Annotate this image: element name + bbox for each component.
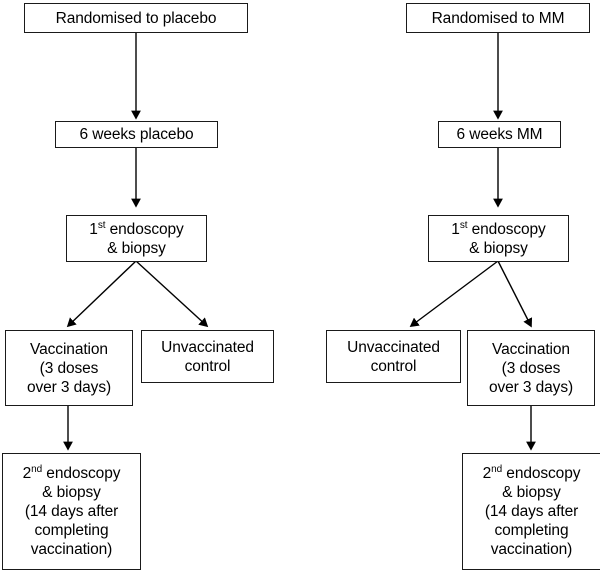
endoscopy-details: & biopsy (14 days after completing vacci… (24, 484, 119, 558)
node-mm-unvaccinated-control-label: Unvaccinated control (347, 338, 440, 375)
node-randomised-to-mm: Randomised to MM (406, 3, 590, 33)
endoscopy-word: endoscopy (467, 220, 546, 238)
node-placebo-vaccination: Vaccination (3 doses over 3 days) (5, 330, 133, 406)
node-6-weeks-placebo: 6 weeks placebo (55, 121, 218, 148)
edge-mm-endoscopy1-to-vaccination (497, 260, 533, 328)
ordinal-number: 1 (89, 220, 98, 238)
ordinal-number: 2 (482, 465, 492, 482)
node-mm-first-endoscopy: 1st endoscopy& biopsy (428, 215, 569, 262)
node-mm-second-endoscopy-label: 2nd endoscopy & biopsy (14 days after com… (483, 464, 581, 559)
node-placebo-unvaccinated-control: Unvaccinated control (141, 330, 274, 383)
node-placebo-vaccination-label: Vaccination (3 doses over 3 days) (26, 340, 112, 396)
node-randomised-to-placebo: Randomised to placebo (24, 3, 248, 33)
edge-placebo-endoscopy1-to-vaccination (66, 260, 137, 328)
node-mm-second-endoscopy: 2nd endoscopy & biopsy (14 days after com… (462, 453, 600, 570)
biopsy-word: & biopsy (107, 239, 166, 257)
node-placebo-unvaccinated-control-label: Unvaccinated control (161, 338, 254, 375)
biopsy-word: & biopsy (469, 239, 528, 257)
node-placebo-first-endoscopy: 1st endoscopy& biopsy (66, 215, 207, 262)
endoscopy-details: & biopsy (14 days after completing vacci… (484, 484, 579, 558)
node-placebo-second-endoscopy-label: 2nd endoscopy & biopsy (14 days after com… (23, 464, 121, 559)
node-mm-unvaccinated-control: Unvaccinated control (326, 330, 461, 383)
node-randomised-to-placebo-label: Randomised to placebo (55, 9, 217, 27)
node-randomised-to-mm-label: Randomised to MM (431, 9, 565, 27)
endoscopy-word: endoscopy (105, 220, 184, 238)
edge-mm-endoscopy1-to-unvaccinated (409, 260, 499, 327)
ordinal-number: 1 (451, 220, 460, 238)
node-6-weeks-placebo-label: 6 weeks placebo (79, 126, 194, 143)
ordinal-suffix: st (459, 219, 468, 231)
edge-placebo-endoscopy1-to-unvaccinated (135, 260, 209, 328)
node-mm-vaccination: Vaccination (3 doses over 3 days) (467, 330, 595, 406)
node-6-weeks-mm-label: 6 weeks MM (456, 126, 543, 143)
node-placebo-first-endoscopy-label: 1st endoscopy& biopsy (89, 219, 184, 258)
node-mm-vaccination-label: Vaccination (3 doses over 3 days) (488, 340, 574, 396)
ordinal-suffix: st (97, 219, 106, 231)
node-6-weeks-mm: 6 weeks MM (438, 121, 561, 148)
ordinal-number: 2 (22, 465, 32, 482)
node-placebo-second-endoscopy: 2nd endoscopy & biopsy (14 days after com… (2, 453, 141, 570)
ordinal-suffix: nd (491, 463, 503, 475)
endoscopy-word: endoscopy (42, 465, 121, 482)
endoscopy-word: endoscopy (502, 465, 581, 482)
node-mm-first-endoscopy-label: 1st endoscopy& biopsy (451, 219, 546, 258)
ordinal-suffix: nd (31, 463, 43, 475)
